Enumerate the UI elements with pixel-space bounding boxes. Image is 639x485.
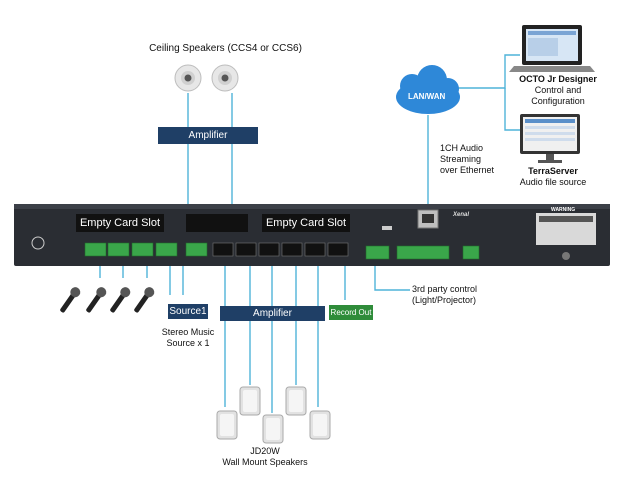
stereo-music-line-2: Source x 1 <box>166 338 210 348</box>
empty-card-slot-right: Empty Card Slot <box>262 214 350 232</box>
third-party-line-2: (Light/Projector) <box>412 295 477 305</box>
octo-line-2: Control and <box>534 85 582 95</box>
streaming-line-1: 1CH Audio <box>440 143 484 153</box>
laptop-icon <box>509 25 595 72</box>
stereo-music-line-1: Stereo Music <box>161 327 215 337</box>
empty-card-slot-left: Empty Card Slot <box>76 214 164 232</box>
octo-line-3: Configuration <box>531 96 585 106</box>
cables <box>99 54 520 413</box>
source1-box: Source1 <box>168 304 208 319</box>
microphone-icon <box>60 287 155 313</box>
terraserver-title: TerraServer <box>528 166 578 176</box>
cloud-icon <box>396 65 460 114</box>
third-party-line-1: 3rd party control <box>412 284 478 294</box>
octo-label: OCTO Jr Designer Control and Configurati… <box>513 74 603 107</box>
amplifier-bottom-box: Amplifier <box>220 306 325 321</box>
octo-title: OCTO Jr Designer <box>519 74 597 84</box>
jd20w-line-1: JD20W <box>250 446 280 456</box>
streaming-line-3: over Ethernet <box>440 165 495 175</box>
brand-label: Xenal <box>453 212 470 218</box>
terraserver-sub: Audio file source <box>519 177 587 187</box>
streaming-line-2: Streaming <box>440 154 482 164</box>
monitor-icon <box>520 114 580 163</box>
ceiling-speaker-icon <box>174 64 239 92</box>
third-party-label: 3rd party control (Light/Projector) <box>412 284 477 306</box>
record-out-box: Record Out <box>329 305 373 320</box>
amplifier-top-box: Amplifier <box>158 127 258 144</box>
stereo-music-label: Stereo Music Source x 1 <box>148 327 228 349</box>
lan-wan-label: LAN/WAN <box>408 92 446 101</box>
jd20w-label: JD20W Wall Mount Speakers <box>210 446 320 468</box>
streaming-label: 1CH Audio Streaming over Ethernet <box>440 143 494 176</box>
terraserver-label: TerraServer Audio file source <box>508 166 598 188</box>
wall-speaker-icon <box>216 386 331 444</box>
warning-label: WARNING <box>551 207 576 213</box>
ceiling-speakers-label: Ceiling Speakers (CCS4 or CCS6) <box>149 43 302 54</box>
jd20w-line-2: Wall Mount Speakers <box>222 457 308 467</box>
